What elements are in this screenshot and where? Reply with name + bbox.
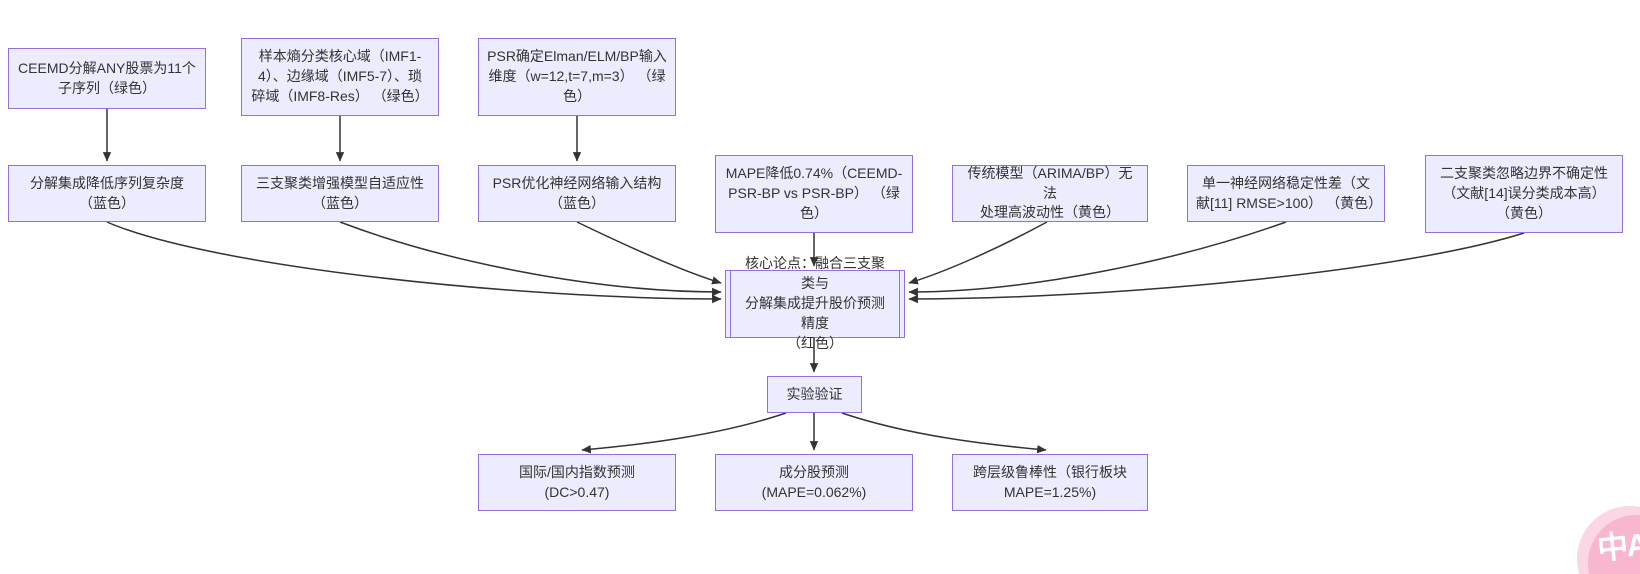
node-label: 样本熵分类核心域（IMF1- 4）、边缘域（IMF5-7）、琐 碎域（IMF8-…	[251, 48, 429, 104]
node-traditional-models-limitation: 传统模型（ARIMA/BP）无法 处理高波动性（黄色）	[952, 165, 1148, 222]
node-cross-level-robustness: 跨层级鲁棒性（银行板块 MAPE=1.25%)	[952, 454, 1148, 511]
node-label: 实验验证	[786, 385, 843, 402]
node-label: 成分股预测 (MAPE=0.062%)	[761, 463, 867, 500]
edge-decomp-to-core	[106, 221, 722, 304]
node-component-stock-prediction: 成分股预测 (MAPE=0.062%)	[715, 454, 913, 511]
node-psr-input-dimension: PSR确定Elman/ELM/BP输入 维度（w=12,t=7,m=3） （绿 …	[478, 38, 676, 116]
edge-threeway-to-core	[339, 221, 722, 297]
node-decomposition-reduces-complexity: 分解集成降低序列复杂度 （蓝色）	[8, 165, 206, 222]
node-label: 三支聚类增强模型自适应性 （蓝色）	[256, 174, 424, 211]
node-label: MAPE降低0.74%（CEEMD- PSR-BP vs PSR-BP） （绿 …	[725, 165, 903, 221]
node-index-prediction: 国际/国内指数预测 (DC>0.47)	[478, 454, 676, 511]
node-label: PSR确定Elman/ELM/BP输入 维度（w=12,t=7,m=3） （绿 …	[487, 48, 667, 104]
node-label: PSR优化神经网络输入结构 （蓝色）	[492, 174, 662, 211]
translate-icon: 中A	[1595, 526, 1640, 567]
edge-twoway-to-core	[908, 232, 1525, 304]
edge-traditional-to-core	[908, 221, 1048, 285]
edge-singlenn-to-core	[908, 221, 1287, 297]
node-single-nn-instability: 单一神经网络稳定性差（文 献[11] RMSE>100） （黄色）	[1187, 165, 1385, 222]
node-label: 跨层级鲁棒性（银行板块 MAPE=1.25%)	[973, 463, 1127, 500]
node-label: 二支聚类忽略边界不确定性 （文献[14]误分类成本高） （黄色）	[1440, 165, 1608, 221]
node-label: 单一神经网络稳定性差（文 献[11] RMSE>100） （黄色）	[1196, 174, 1383, 211]
node-two-way-clustering-limitation: 二支聚类忽略边界不确定性 （文献[14]误分类成本高） （黄色）	[1425, 155, 1623, 233]
node-label: CEEMD分解ANY股票为11个 子序列（绿色）	[18, 59, 196, 96]
subroutine-right-bar	[899, 271, 900, 337]
node-ceemd-decomposition: CEEMD分解ANY股票为11个 子序列（绿色）	[8, 48, 206, 109]
node-label: 传统模型（ARIMA/BP）无法 处理高波动性（黄色）	[967, 164, 1133, 221]
node-core-thesis: 核心论点：融合三支聚类与 分解集成提升股价预测精度 （红色）	[725, 255, 905, 351]
edge-experiment-to-index	[581, 412, 787, 454]
edge-psropt-to-core	[576, 221, 722, 285]
node-psr-optimizes-input-structure: PSR优化神经网络输入结构 （蓝色）	[478, 165, 676, 222]
node-mape-reduction: MAPE降低0.74%（CEEMD- PSR-BP vs PSR-BP） （绿 …	[715, 155, 913, 233]
node-label: 核心论点：融合三支聚类与 分解集成提升股价预测精度 （红色）	[745, 255, 885, 351]
node-label: 国际/国内指数预测 (DC>0.47)	[519, 463, 635, 500]
node-sample-entropy-domains: 样本熵分类核心域（IMF1- 4）、边缘域（IMF5-7）、琐 碎域（IMF8-…	[241, 38, 439, 116]
subroutine-left-bar	[730, 271, 731, 337]
node-label: 分解集成降低序列复杂度 （蓝色）	[30, 174, 184, 211]
node-three-way-clustering-adaptivity: 三支聚类增强模型自适应性 （蓝色）	[241, 165, 439, 222]
edge-experiment-to-robustness	[841, 412, 1047, 454]
node-experimental-validation: 实验验证	[767, 376, 862, 413]
translate-badge[interactable]: 中A	[1588, 515, 1640, 574]
